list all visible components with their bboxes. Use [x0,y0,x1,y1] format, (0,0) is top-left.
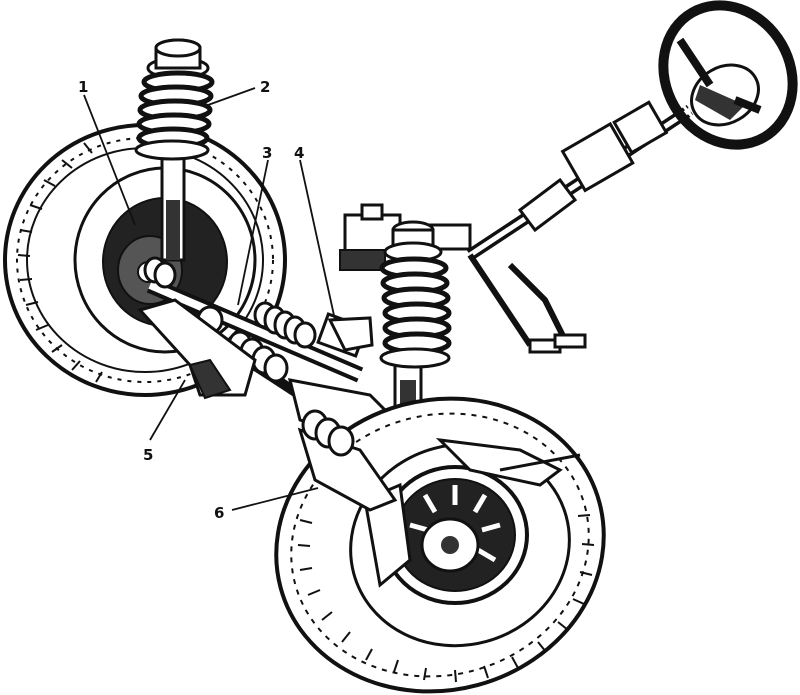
callout-labels: 1 2 3 4 5 6 [78,78,304,522]
label-4: 4 [294,144,304,162]
label-1: 1 [78,78,88,96]
right-control-arm [297,409,581,512]
coil-spring-icon [379,220,452,369]
leader-lines [83,87,336,511]
label-2: 2 [260,78,270,96]
coil-spring-icon [134,38,215,161]
steering-column [466,100,694,354]
label-5: 5 [143,446,153,464]
label-3: 3 [262,144,272,162]
lower-control-arm [137,298,257,400]
left-strut-assembly [134,38,215,262]
label-6: 6 [214,504,224,522]
steering-wheel-icon [658,0,798,150]
